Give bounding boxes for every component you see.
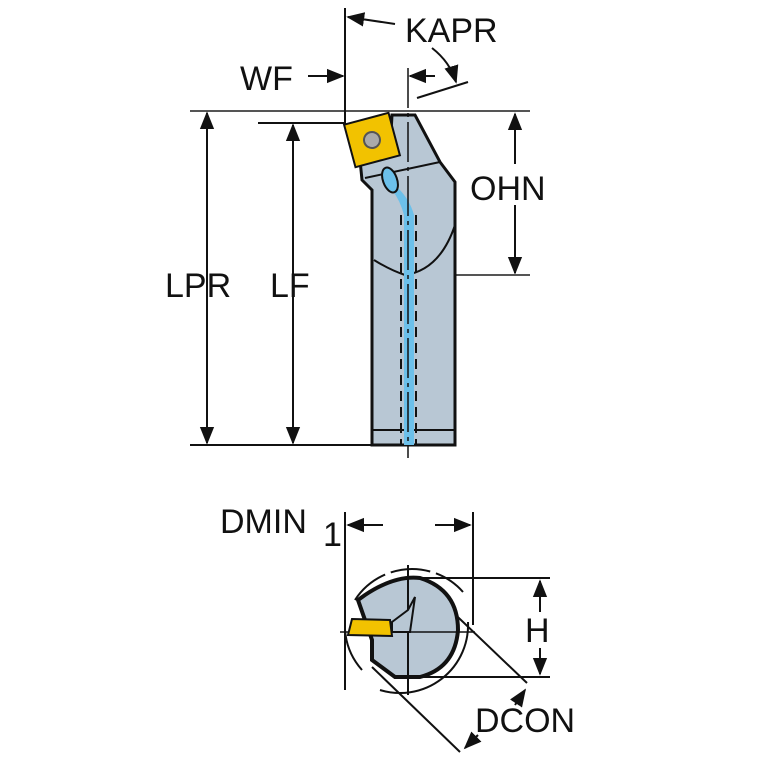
dmin-label: DMIN [220,503,307,541]
dimension-lines [190,8,530,446]
ohn-label: OHN [470,170,546,208]
end-view [340,512,550,753]
lpr-label: LPR [165,267,231,305]
wf-label: WF [240,60,293,98]
insert [342,111,402,169]
end-view-insert [346,617,394,638]
lf-label: LF [270,267,310,305]
h-label: H [525,612,550,650]
dcon-label: DCON [475,702,575,740]
boring-bar-body [342,68,457,458]
kapr-arrow-left [346,12,396,27]
dmin-subscript: 1 [323,516,342,554]
kapr-label: KAPR [405,12,498,50]
coolant-outlet [381,166,399,194]
